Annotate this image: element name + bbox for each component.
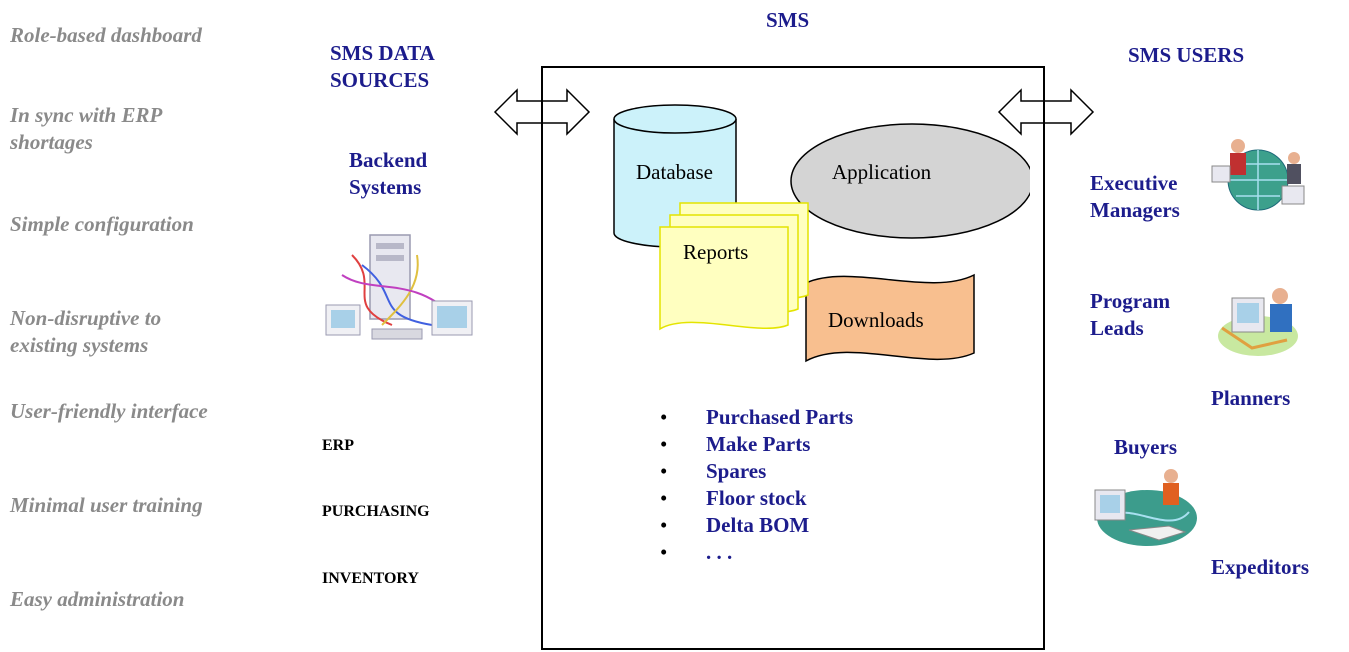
application-label: Application xyxy=(832,160,932,184)
sms-system-box xyxy=(541,66,1045,650)
backend-systems-label: Backend Systems xyxy=(349,147,427,201)
data-sources-heading: SMS DATA SOURCES xyxy=(330,40,480,92)
downloads-shape xyxy=(805,273,975,363)
user-program-leads: Program Leads xyxy=(1090,288,1170,342)
feature-simple-configuration: Simple configuration xyxy=(10,212,194,236)
bullet-ellipsis: . . . xyxy=(660,539,853,566)
backend-systems-line2: Systems xyxy=(349,175,422,199)
source-erp: ERP xyxy=(322,437,354,454)
users-heading: SMS USERS xyxy=(1128,43,1245,67)
buyers-illustration xyxy=(1094,469,1197,546)
bullet-delta-bom: Delta BOM xyxy=(660,512,853,539)
user-planners: Planners xyxy=(1211,386,1291,410)
bullet-spares: Spares xyxy=(660,458,853,485)
feature-role-based-dashboard: Role-based dashboard xyxy=(10,23,202,47)
bullet-floor-stock: Floor stock xyxy=(660,485,853,512)
sms-bullet-list: Purchased Parts Make Parts Spares Floor … xyxy=(660,404,853,566)
user-executive-line1: Executive xyxy=(1090,171,1178,195)
feature-non-disruptive: Non-disruptive to existing systems xyxy=(10,306,162,357)
source-inventory: INVENTORY xyxy=(322,570,419,587)
user-executive-managers: Executive Managers xyxy=(1090,170,1180,224)
user-program-line1: Program xyxy=(1090,289,1171,313)
executive-illustration xyxy=(1211,139,1305,211)
feature-minimal-training: Minimal user training xyxy=(10,493,203,517)
bullet-make-parts: Make Parts xyxy=(660,431,853,458)
downloads-label: Downloads xyxy=(828,308,924,332)
user-executive-line2: Managers xyxy=(1090,198,1180,222)
source-purchasing: PURCHASING xyxy=(322,503,430,520)
program-leads-illustration xyxy=(1218,288,1298,356)
feature-user-friendly: User-friendly interface xyxy=(10,399,208,423)
database-label: Database xyxy=(636,160,713,184)
user-expeditors: Expeditors xyxy=(1211,555,1310,579)
feature-in-sync-erp: In sync with ERP shortages xyxy=(10,103,162,154)
backend-systems-line1: Backend xyxy=(349,148,428,172)
sms-components: Database Application Downloads Reports xyxy=(613,104,1030,363)
sms-title: SMS xyxy=(766,8,810,32)
reports-stack xyxy=(659,202,809,331)
feature-easy-administration: Easy administration xyxy=(10,587,185,611)
data-sources-heading-line1: SMS DATA xyxy=(330,41,435,65)
right-double-arrow xyxy=(997,88,1095,136)
backend-systems-illustration xyxy=(325,234,473,340)
reports-label: Reports xyxy=(683,240,748,264)
data-sources-heading-line2: SOURCES xyxy=(330,68,430,92)
bullet-purchased-parts: Purchased Parts xyxy=(660,404,853,431)
user-buyers: Buyers xyxy=(1114,435,1177,459)
application-ellipse xyxy=(790,123,1030,239)
user-program-line2: Leads xyxy=(1090,316,1144,340)
